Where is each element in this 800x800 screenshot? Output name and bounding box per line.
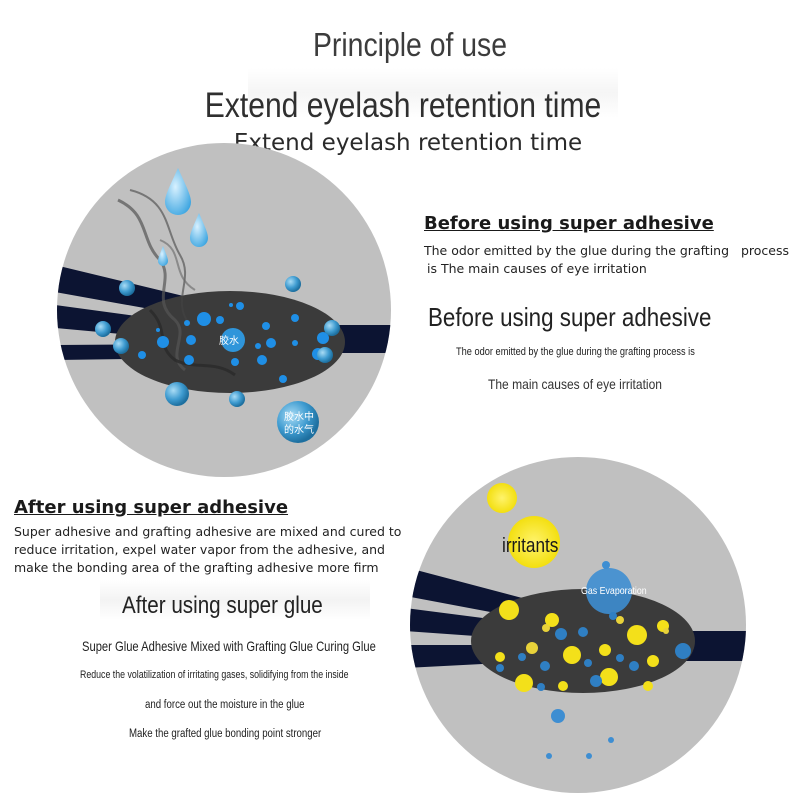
after-sub-line-3: and force out the moisture in the glue bbox=[145, 699, 305, 711]
water-drop-icon bbox=[165, 168, 191, 215]
after-ghost bbox=[100, 580, 370, 620]
bottom-dots bbox=[495, 561, 691, 759]
after-desc-line-1: Super adhesive and grafting adhesive are… bbox=[14, 524, 402, 539]
irritants-label: irritants bbox=[502, 535, 559, 557]
gas-evaporation-label: Gas Evaporation bbox=[581, 585, 647, 597]
irritant-bubble bbox=[508, 516, 560, 568]
smoke bbox=[117, 198, 187, 372]
title-shadow bbox=[248, 68, 618, 118]
smoke bbox=[159, 239, 196, 291]
smoke bbox=[148, 308, 236, 377]
before-desc-line-1: The odor emitted by the glue during the … bbox=[424, 243, 789, 258]
glue-blob bbox=[471, 589, 695, 693]
irritant-bubble bbox=[487, 483, 517, 513]
after-sub-line-4: Make the grafted glue bonding point stro… bbox=[129, 728, 322, 740]
gas-bubble bbox=[586, 568, 632, 614]
before-heading: Before using super adhesive bbox=[424, 213, 714, 234]
after-sub-line-2: Reduce the volatilization of irritating … bbox=[80, 669, 349, 681]
after-desc-line-3: make the bonding area of the grafting ad… bbox=[14, 560, 379, 575]
principle-title: Principle of use bbox=[312, 26, 508, 63]
after-sub-line-1: Super Glue Adhesive Mixed with Grafting … bbox=[82, 638, 376, 654]
water-spheres bbox=[95, 276, 340, 443]
after-heading: After using super adhesive bbox=[14, 497, 289, 518]
water-drop-icon bbox=[158, 246, 168, 266]
vapor-label-line-1: 胶水中 bbox=[284, 412, 314, 423]
vapor-label-line-2: 的水气 bbox=[284, 425, 314, 436]
extend-title: Extend eyelash retention time bbox=[204, 86, 602, 125]
extend-subtitle: Extend eyelash retention time bbox=[233, 130, 583, 156]
smoke bbox=[129, 189, 191, 326]
after-heading-large: After using super glue bbox=[122, 592, 323, 619]
after-desc-line-2: reduce irritation, expel water vapor fro… bbox=[14, 542, 385, 557]
before-desc-line-2: is The main causes of eye irritation bbox=[427, 261, 647, 276]
before-sub-line-2: The main causes of eye irritation bbox=[488, 376, 663, 392]
before-heading-large: Before using super adhesive bbox=[428, 302, 712, 332]
water-drop-icon bbox=[190, 213, 208, 247]
glue-label: 胶水 bbox=[219, 336, 239, 347]
before-sub-line-1: The odor emitted by the glue during the … bbox=[456, 346, 695, 358]
